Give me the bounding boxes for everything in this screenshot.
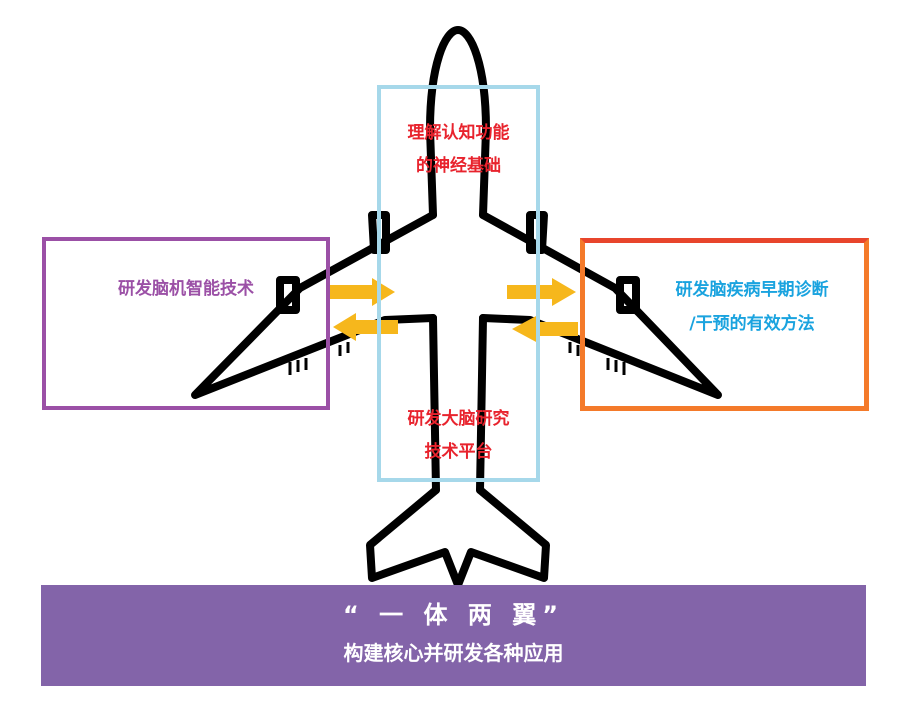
engine-right-outer — [616, 276, 640, 314]
left-wing-box — [42, 237, 330, 410]
core-box — [377, 85, 540, 482]
right-wing-label-line1: 研发脑疾病早期诊断 — [675, 280, 829, 300]
core-bottom-label-line2: 技术平台 — [424, 442, 493, 462]
wing-marks — [288, 342, 626, 375]
banner-title: “ 一 体 两 翼” — [343, 601, 564, 629]
airplane-right-wing — [479, 211, 722, 399]
arrow-center-to-right — [507, 278, 576, 306]
airplane-tail — [366, 486, 550, 589]
right-wing-label-line2: /干预的有效方法 — [689, 314, 815, 334]
airplane-rear-fuselage — [429, 314, 487, 494]
core-top-label: 理解认知功能 的神经基础 — [377, 117, 540, 183]
arrow-right-to-center — [512, 315, 578, 343]
core-bottom-label: 研发大脑研究 技术平台 — [377, 403, 540, 469]
right-wing-label: 研发脑疾病早期诊断 /干预的有效方法 — [640, 273, 864, 341]
summary-banner: “ 一 体 两 翼” 构建核心并研发各种应用 — [41, 585, 866, 686]
left-wing-label: 研发脑机智能技术 — [118, 279, 254, 299]
core-bottom-label-line1: 研发大脑研究 — [407, 409, 510, 429]
engine-left-outer — [276, 276, 300, 314]
airplane-left-wing — [191, 211, 437, 399]
core-top-label-line1: 理解认知功能 — [407, 123, 510, 143]
banner-subtitle: 构建核心并研发各种应用 — [343, 641, 564, 665]
core-top-label-line2: 的神经基础 — [416, 156, 501, 176]
right-wing-box — [580, 238, 869, 411]
engine-left-inner — [368, 211, 390, 254]
arrow-center-to-left — [333, 313, 398, 341]
